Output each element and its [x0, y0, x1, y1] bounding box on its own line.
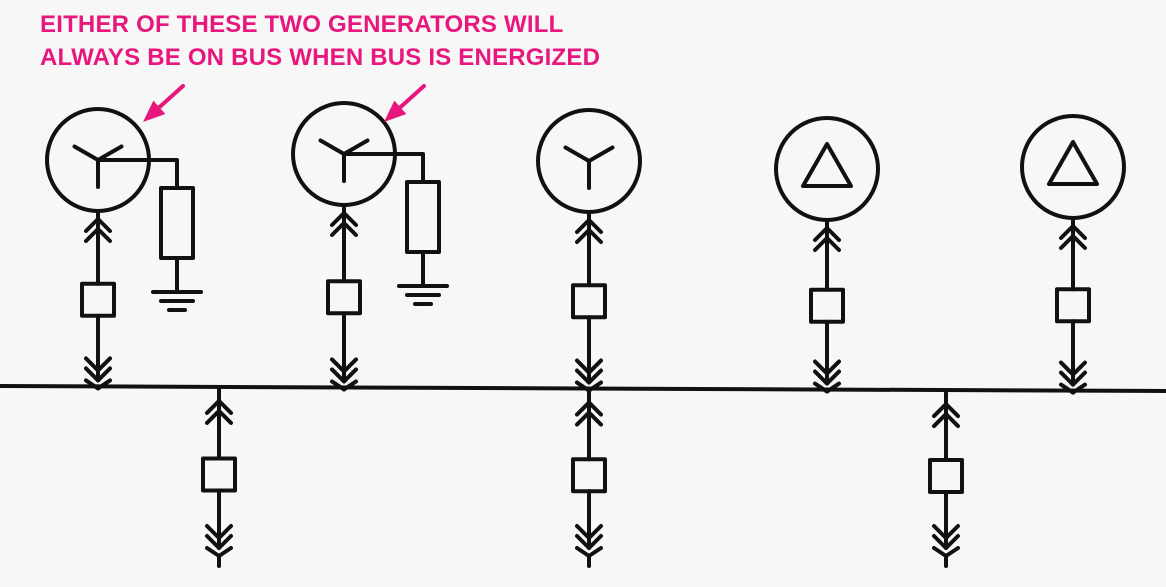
arrow-head — [143, 100, 166, 122]
feeder-3 — [928, 388, 964, 568]
annotation-line-1: EITHER OF THESE TWO GENERATORS WILL — [40, 11, 564, 38]
annotation-line-2: ALWAYS BE ON BUS WHEN BUS IS ENERGIZED — [40, 44, 601, 71]
wye-winding-leg — [563, 145, 591, 163]
grounding-resistor — [159, 186, 195, 260]
arrow-head — [384, 100, 407, 122]
connector-chevron — [575, 534, 603, 550]
delta-winding — [1047, 140, 1099, 186]
neutral-lead — [342, 152, 425, 184]
wye-winding-leg — [72, 144, 100, 162]
feeder-1 — [201, 384, 237, 568]
generator-layer — [45, 101, 1126, 395]
breaker-box — [571, 283, 607, 320]
generator-5 — [1020, 114, 1126, 395]
breaker-box — [928, 458, 964, 495]
annotation-callout: EITHER OF THESE TWO GENERATORS WILL ALWA… — [40, 8, 600, 74]
connector-chevron — [813, 369, 841, 386]
breaker-box — [201, 456, 237, 493]
wye-winding-leg — [318, 138, 346, 156]
feeder-layer — [201, 384, 964, 568]
arrow-shaft — [398, 84, 426, 110]
connector-chevron — [205, 524, 233, 540]
connector-chevron — [575, 524, 603, 540]
connector-chevron — [813, 359, 841, 376]
generator-3 — [536, 108, 642, 393]
wye-winding-leg — [96, 144, 124, 162]
breaker-box — [80, 281, 116, 318]
breaker-box — [1055, 287, 1091, 324]
generator-2 — [291, 101, 449, 392]
delta-winding — [801, 142, 853, 188]
connector-chevron — [84, 356, 112, 373]
connector-chevron — [330, 357, 358, 374]
arrow-shaft — [157, 84, 185, 110]
neutral-lead — [96, 158, 179, 190]
connector-chevron — [932, 524, 960, 540]
callout-arrow-2 — [384, 84, 426, 122]
connector-chevron — [1059, 360, 1087, 377]
connector-chevron — [205, 534, 233, 550]
connector-chevron — [575, 358, 603, 375]
breaker-box — [326, 279, 362, 316]
callout-arrow-layer — [143, 84, 426, 122]
generator-circle — [774, 116, 880, 222]
connector-chevron — [84, 366, 112, 383]
connector-chevron — [1059, 370, 1087, 387]
generator-1 — [45, 107, 203, 391]
grounding-resistor — [405, 180, 441, 254]
breaker-box — [571, 457, 607, 494]
callout-arrow-1 — [143, 84, 185, 122]
connector-chevron — [575, 368, 603, 385]
wye-winding-leg — [342, 138, 370, 156]
generator-4 — [774, 116, 880, 394]
breaker-box — [809, 287, 845, 324]
connector-chevron — [330, 367, 358, 384]
wye-winding-leg — [587, 145, 615, 163]
generator-circle — [1020, 114, 1126, 220]
connector-chevron — [932, 534, 960, 550]
feeder-2 — [571, 386, 607, 568]
